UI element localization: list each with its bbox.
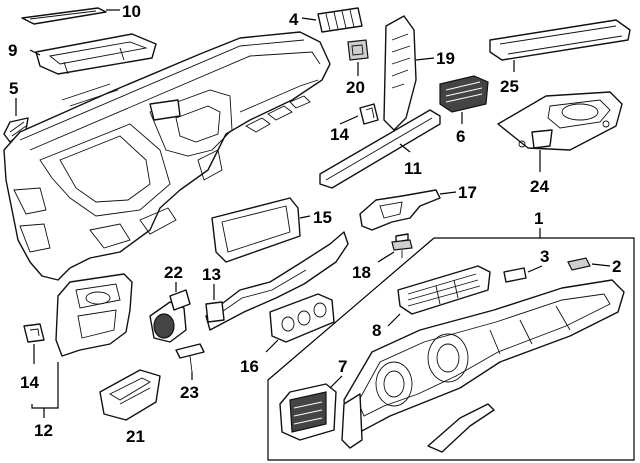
part-9-storage-tray — [35, 33, 157, 75]
part-17-mounting-bracket — [359, 189, 441, 231]
callout-14-upper: 14 — [330, 125, 349, 144]
callout-23: 23 — [180, 383, 199, 402]
callout-25: 25 — [500, 77, 519, 96]
part-2-clip — [567, 257, 591, 271]
callout-5: 5 — [9, 79, 18, 98]
part-21-storage-bin — [99, 369, 161, 421]
part-22-switch-housing — [149, 289, 191, 343]
part-13-lower-trim-panel — [205, 231, 349, 331]
callout-12: 12 — [34, 421, 53, 440]
callout-1: 1 — [534, 209, 543, 228]
part-23-push-clip — [175, 343, 205, 373]
callout-19: 19 — [436, 49, 455, 68]
part-3-switch — [503, 267, 527, 283]
callout-2: 2 — [612, 257, 621, 276]
callout-6: 6 — [456, 127, 465, 146]
part-25-storage-lid — [489, 19, 631, 61]
callout-8: 8 — [372, 321, 381, 340]
part-24-console-bracket — [497, 91, 623, 151]
part-10-defroster-grille — [21, 7, 107, 25]
callout-20: 20 — [346, 78, 365, 97]
part-5-side-air-vent — [3, 117, 29, 143]
part-1-cluster-group — [267, 237, 635, 461]
callout-15: 15 — [313, 208, 332, 227]
part-4-vent-insert — [317, 7, 363, 33]
part-7-side-vent — [279, 383, 337, 441]
part-16-climate-switch-panel — [269, 293, 335, 343]
callout-10: 10 — [122, 2, 141, 21]
callout-9: 9 — [8, 41, 17, 60]
callout-3: 3 — [540, 247, 549, 266]
callout-14-lower: 14 — [20, 373, 39, 392]
callout-18: 18 — [352, 263, 371, 282]
part-14-clip-lower — [23, 323, 45, 343]
part-12-lower-side-panel — [55, 273, 133, 357]
part-20-retaining-clip — [347, 39, 369, 61]
part-18-push-pin — [391, 233, 413, 258]
callout-22: 22 — [164, 263, 183, 282]
callout-16: 16 — [240, 357, 259, 376]
part-11-trim-strip — [319, 109, 441, 189]
callout-21: 21 — [126, 427, 145, 446]
part-6-center-vent — [439, 75, 489, 113]
part-19-side-vent-trim — [383, 15, 417, 131]
callout-24: 24 — [530, 177, 549, 196]
part-14-clip-upper — [359, 103, 379, 125]
part-8-center-vent-frame — [397, 265, 491, 315]
instrument-panel-assembly — [3, 31, 331, 281]
part-1-instrument-cluster-bezel — [341, 279, 625, 449]
callout-13: 13 — [202, 265, 221, 284]
callout-11: 11 — [404, 159, 422, 178]
part-1-lower-trim — [427, 403, 495, 453]
part-15-display-bezel — [211, 197, 301, 263]
callout-4: 4 — [289, 10, 299, 29]
callout-17: 17 — [458, 183, 477, 202]
callout-7: 7 — [338, 357, 347, 376]
